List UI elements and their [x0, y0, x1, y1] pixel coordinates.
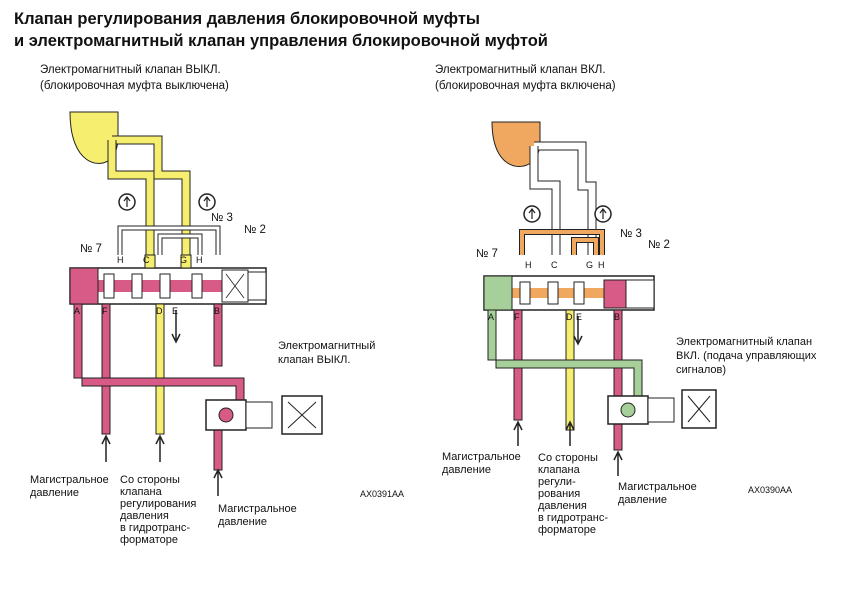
right-port-f: F	[514, 312, 520, 322]
right-port-a: A	[488, 312, 495, 322]
left-converter-side-4: давления	[120, 510, 169, 522]
left-caption-line2: (блокировочная муфта выключена)	[40, 80, 229, 92]
left-port-b: B	[214, 306, 221, 316]
left-pipe-b	[213, 303, 223, 367]
right-converter-side-1: Со стороны	[538, 452, 598, 464]
left-line-pressure-1-a: Магистральное	[30, 474, 109, 486]
right-line-pressure-1-b: давление	[442, 464, 492, 476]
right-figure-code: AX0390AA	[748, 485, 793, 495]
right-port-d: D	[566, 312, 573, 322]
right-pipe-d	[565, 309, 575, 431]
right-port-e: E	[576, 312, 583, 322]
left-line-pressure-2-a: Магистральное	[218, 503, 297, 515]
right-caption-line2: (блокировочная муфта включена)	[435, 80, 616, 92]
left-port-c: C	[143, 255, 150, 265]
left-converter-side-5: в гидротранс-	[120, 522, 190, 534]
right-converter-side-4: рования	[538, 488, 581, 500]
left-converter-side-1: Со стороны	[120, 474, 180, 486]
left-port-g: G	[180, 255, 188, 265]
left-converter-side-2: клапана	[120, 486, 162, 498]
left-port-d: D	[156, 306, 163, 316]
right-line-pressure-1-a: Магистральное	[442, 451, 521, 463]
right-solenoid-label-line3: сигналов)	[676, 364, 727, 376]
left-line-pressure-1-b: давление	[30, 487, 80, 499]
right-converter-side-6: в гидротранс-	[538, 512, 608, 524]
left-port-e: E	[172, 306, 179, 316]
left-pipe-d	[155, 303, 165, 435]
right-diagram	[483, 121, 717, 476]
left-solenoid-label-line1: Электромагнитный	[278, 340, 376, 352]
left-pipe-f	[101, 303, 111, 435]
left-port-h: H	[117, 255, 124, 265]
right-pipe-b	[613, 309, 623, 451]
left-diagram	[69, 111, 323, 496]
right-label-no2: № 2	[648, 239, 670, 251]
page-title-line2: и электромагнитный клапан управления бло…	[14, 32, 548, 50]
right-converter-side-3: регули-	[538, 476, 576, 488]
right-port-g: G	[586, 260, 594, 270]
left-label-no3: № 3	[211, 212, 233, 224]
left-port-a: A	[74, 306, 81, 316]
right-port-h2: H	[598, 260, 605, 270]
right-line-pressure-2-b: давление	[618, 494, 668, 506]
right-label-no3: № 3	[620, 228, 642, 240]
left-line-pressure-2-b: давление	[218, 516, 268, 528]
left-converter-side-3: регулирования	[120, 498, 197, 510]
right-converter-side-7: форматоре	[538, 524, 596, 536]
left-figure-code: AX0391AA	[360, 489, 405, 499]
left-label-no7: № 7	[80, 243, 102, 255]
left-caption-line1: Электромагнитный клапан ВЫКЛ.	[40, 64, 221, 76]
right-converter-side-5: давления	[538, 500, 587, 512]
left-port-h2: H	[196, 255, 203, 265]
right-label-no7: № 7	[476, 248, 498, 260]
left-port-f: F	[102, 306, 108, 316]
page-title-line1: Клапан регулирования давления блокировоч…	[14, 10, 481, 28]
left-label-no2: № 2	[244, 224, 266, 236]
right-solenoid-body	[607, 395, 649, 425]
right-caption-line1: Электромагнитный клапан ВКЛ.	[435, 64, 606, 76]
right-solenoid-label-line2: ВКЛ. (подача управляющих	[676, 350, 817, 362]
right-line-pressure-2-a: Магистральное	[618, 481, 697, 493]
right-solenoid-label-line1: Электромагнитный клапан	[676, 336, 813, 348]
right-port-h: H	[525, 260, 532, 270]
right-converter-side-2: клапана	[538, 464, 580, 476]
right-port-c: C	[551, 260, 558, 270]
right-port-b: B	[614, 312, 621, 322]
left-converter-side-6: форматоре	[120, 534, 178, 546]
left-solenoid-label-line2: клапан ВЫКЛ.	[278, 354, 351, 366]
